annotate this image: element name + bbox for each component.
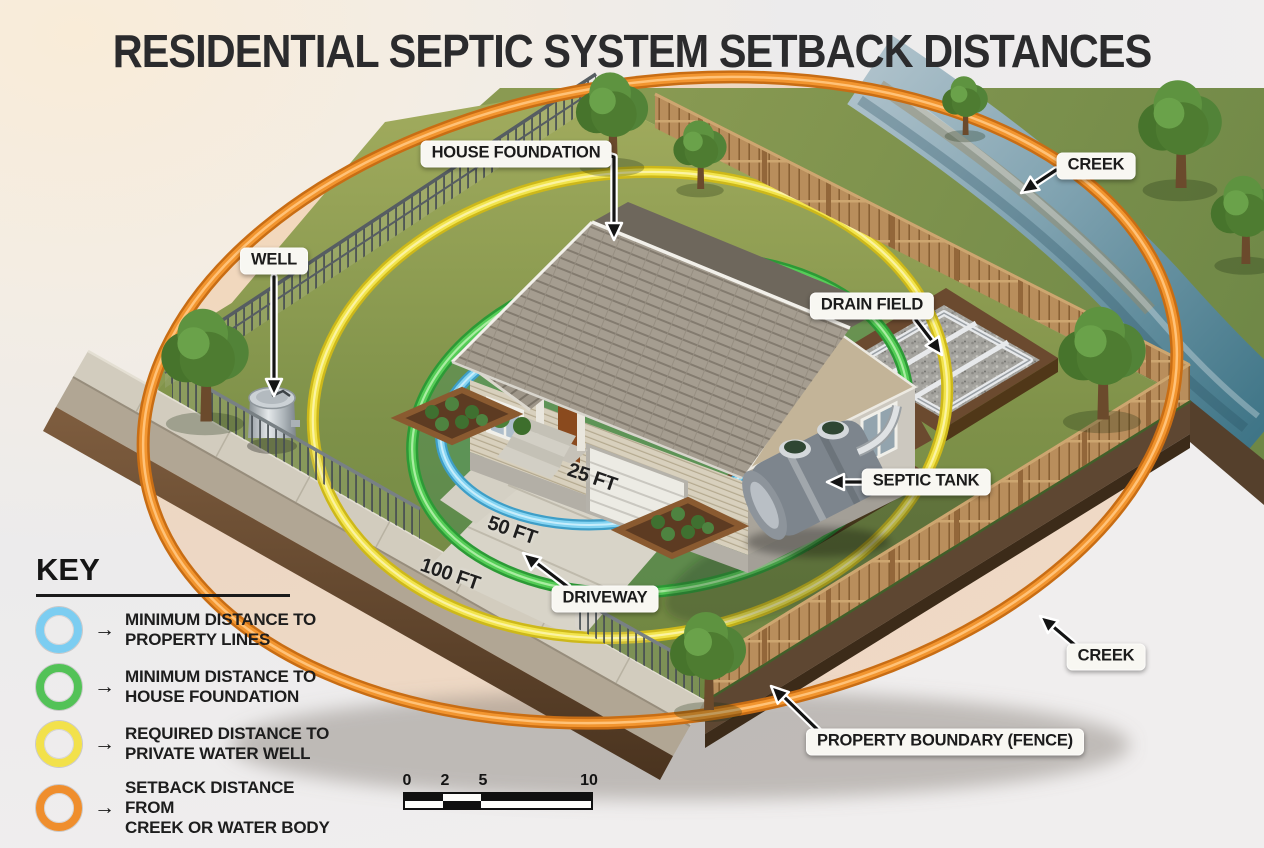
scale-bar-ticks: 0 2 5 10 [402, 772, 598, 790]
property-boundary-label: PROPERTY BOUNDARY (FENCE) [806, 728, 1084, 756]
arrow-icon: → [94, 675, 115, 698]
scale-tick: 10 [580, 772, 598, 789]
page-title: RESIDENTIAL SEPTIC SYSTEM SETBACK DISTAN… [112, 25, 1153, 77]
legend-heading: KEY [36, 552, 100, 587]
drain-field-label: DRAIN FIELD [809, 292, 935, 320]
driveway-label: DRIVEWAY [551, 585, 659, 613]
arrow-icon: → [94, 618, 115, 641]
wooden-fence [654, 92, 1191, 700]
scale-tick: 5 [478, 772, 488, 789]
callout-arrows [264, 148, 1080, 740]
green-ring-icon [36, 664, 82, 710]
garden-bed [390, 386, 524, 446]
arrow-icon: → [94, 732, 115, 755]
legend-divider [36, 594, 290, 597]
creek-top-label: CREEK [1056, 152, 1136, 180]
scale-tick: 2 [440, 772, 450, 789]
septic-tank [742, 404, 902, 557]
orange-ring-icon [36, 785, 82, 832]
arrow-icon: → [94, 796, 115, 820]
scale-bar-graphic [403, 792, 593, 810]
creek-bottom-label: CREEK [1066, 643, 1146, 671]
garden-bed [610, 496, 750, 560]
blue-ring-icon [36, 607, 82, 653]
septic-tank-label: SEPTIC TANK [861, 468, 991, 496]
house-foundation-label: HOUSE FOUNDATION [420, 140, 612, 168]
scale-tick: 0 [402, 772, 412, 789]
well-label: WELL [240, 247, 308, 275]
yellow-ring-icon [36, 721, 82, 767]
scale-bar: 0 2 5 10 [402, 772, 598, 810]
